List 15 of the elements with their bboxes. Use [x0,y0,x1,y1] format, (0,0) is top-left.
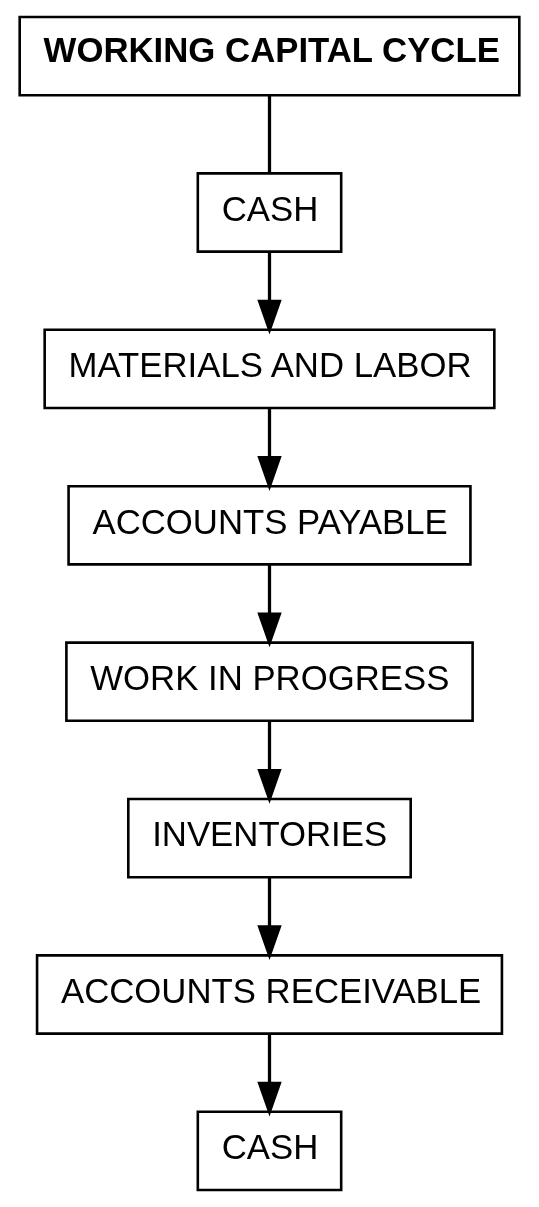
connector [267,95,272,174]
node-box: INVENTORIES [127,797,412,879]
node-box: CASH [196,172,343,253]
arrow [257,1034,282,1117]
arrow [257,721,282,804]
arrow [257,252,282,335]
node-box: CASH [196,1110,343,1192]
node-box: ACCOUNTS RECEIVABLE [35,954,504,1035]
node-box: ACCOUNTS PAYABLE [67,484,472,566]
arrow [257,877,282,961]
node-box: WORKING CAPITAL CYCLE [18,15,521,97]
arrow [257,408,282,491]
arrow [257,565,282,648]
node-box: MATERIALS AND LABOR [43,328,496,410]
node-box: WORK IN PROGRESS [65,641,474,723]
